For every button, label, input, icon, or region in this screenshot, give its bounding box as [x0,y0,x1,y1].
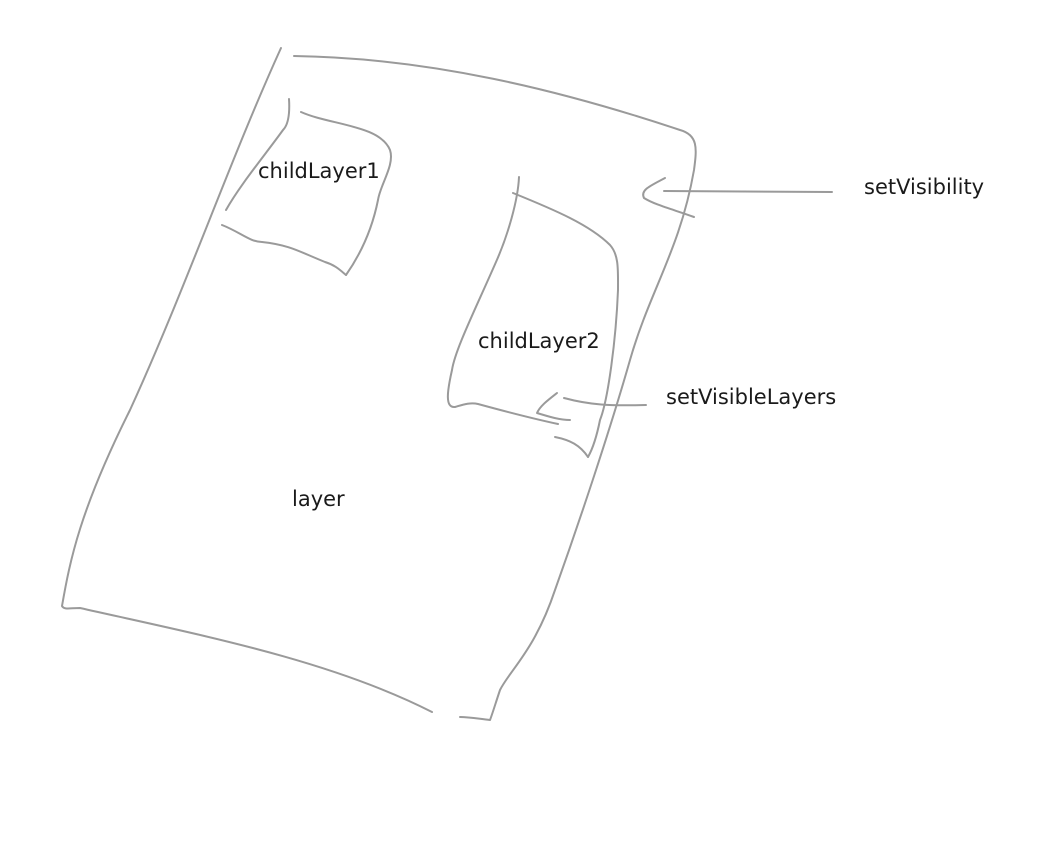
layer-label: layer [292,487,345,511]
set-visibility-label: setVisibility [864,175,985,199]
set-visibility-arrow [642,177,833,218]
set-visible-layers-label: setVisibleLayers [666,385,837,409]
child-layer-2-outline [446,176,620,458]
layer-outline [61,47,697,721]
child-layer-1-outline [221,98,392,276]
child-layer-2-label: childLayer2 [478,329,600,353]
child-layer-1-label: childLayer1 [258,159,380,183]
set-visible-layers-arrow [536,392,647,421]
